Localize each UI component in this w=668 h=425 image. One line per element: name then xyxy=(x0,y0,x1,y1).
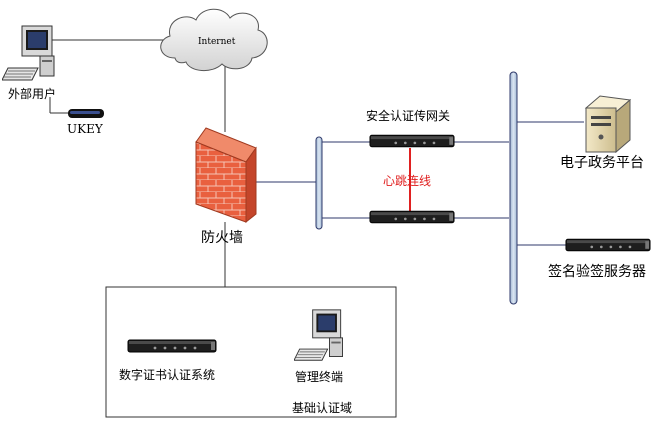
base-domain-box xyxy=(105,286,397,418)
firewall-icon xyxy=(195,127,257,224)
gateway-label: 安全认证传网关 xyxy=(366,109,451,123)
cloud-icon xyxy=(160,8,268,71)
ukey-icon xyxy=(68,109,104,118)
links xyxy=(48,39,584,287)
internet-label: Internet xyxy=(198,37,236,47)
bus-icon xyxy=(509,71,518,305)
rack-device-icon xyxy=(565,238,651,252)
firewall-label: 防火墙 xyxy=(201,230,243,246)
computer-icon xyxy=(2,25,55,81)
ukey-label: UKEY xyxy=(67,122,103,136)
heartbeat-label: 心跳连线 xyxy=(383,174,432,188)
sign-server-label: 签名验签服务器 xyxy=(548,264,646,280)
base-domain-label: 基础认证域 xyxy=(292,401,353,415)
computer-icon xyxy=(294,309,343,361)
server-tower-icon xyxy=(584,95,632,154)
ca-system-label: 数字证书认证系统 xyxy=(119,368,216,382)
rack-device-icon xyxy=(369,210,455,224)
bus-icon xyxy=(315,136,323,230)
external-user-label: 外部用户 xyxy=(8,87,57,101)
rack-device-icon xyxy=(127,339,217,353)
rack-device-icon xyxy=(369,134,455,148)
mgmt-terminal-label: 管理终端 xyxy=(295,370,344,384)
egov-platform-label: 电子政务平台 xyxy=(560,155,644,171)
